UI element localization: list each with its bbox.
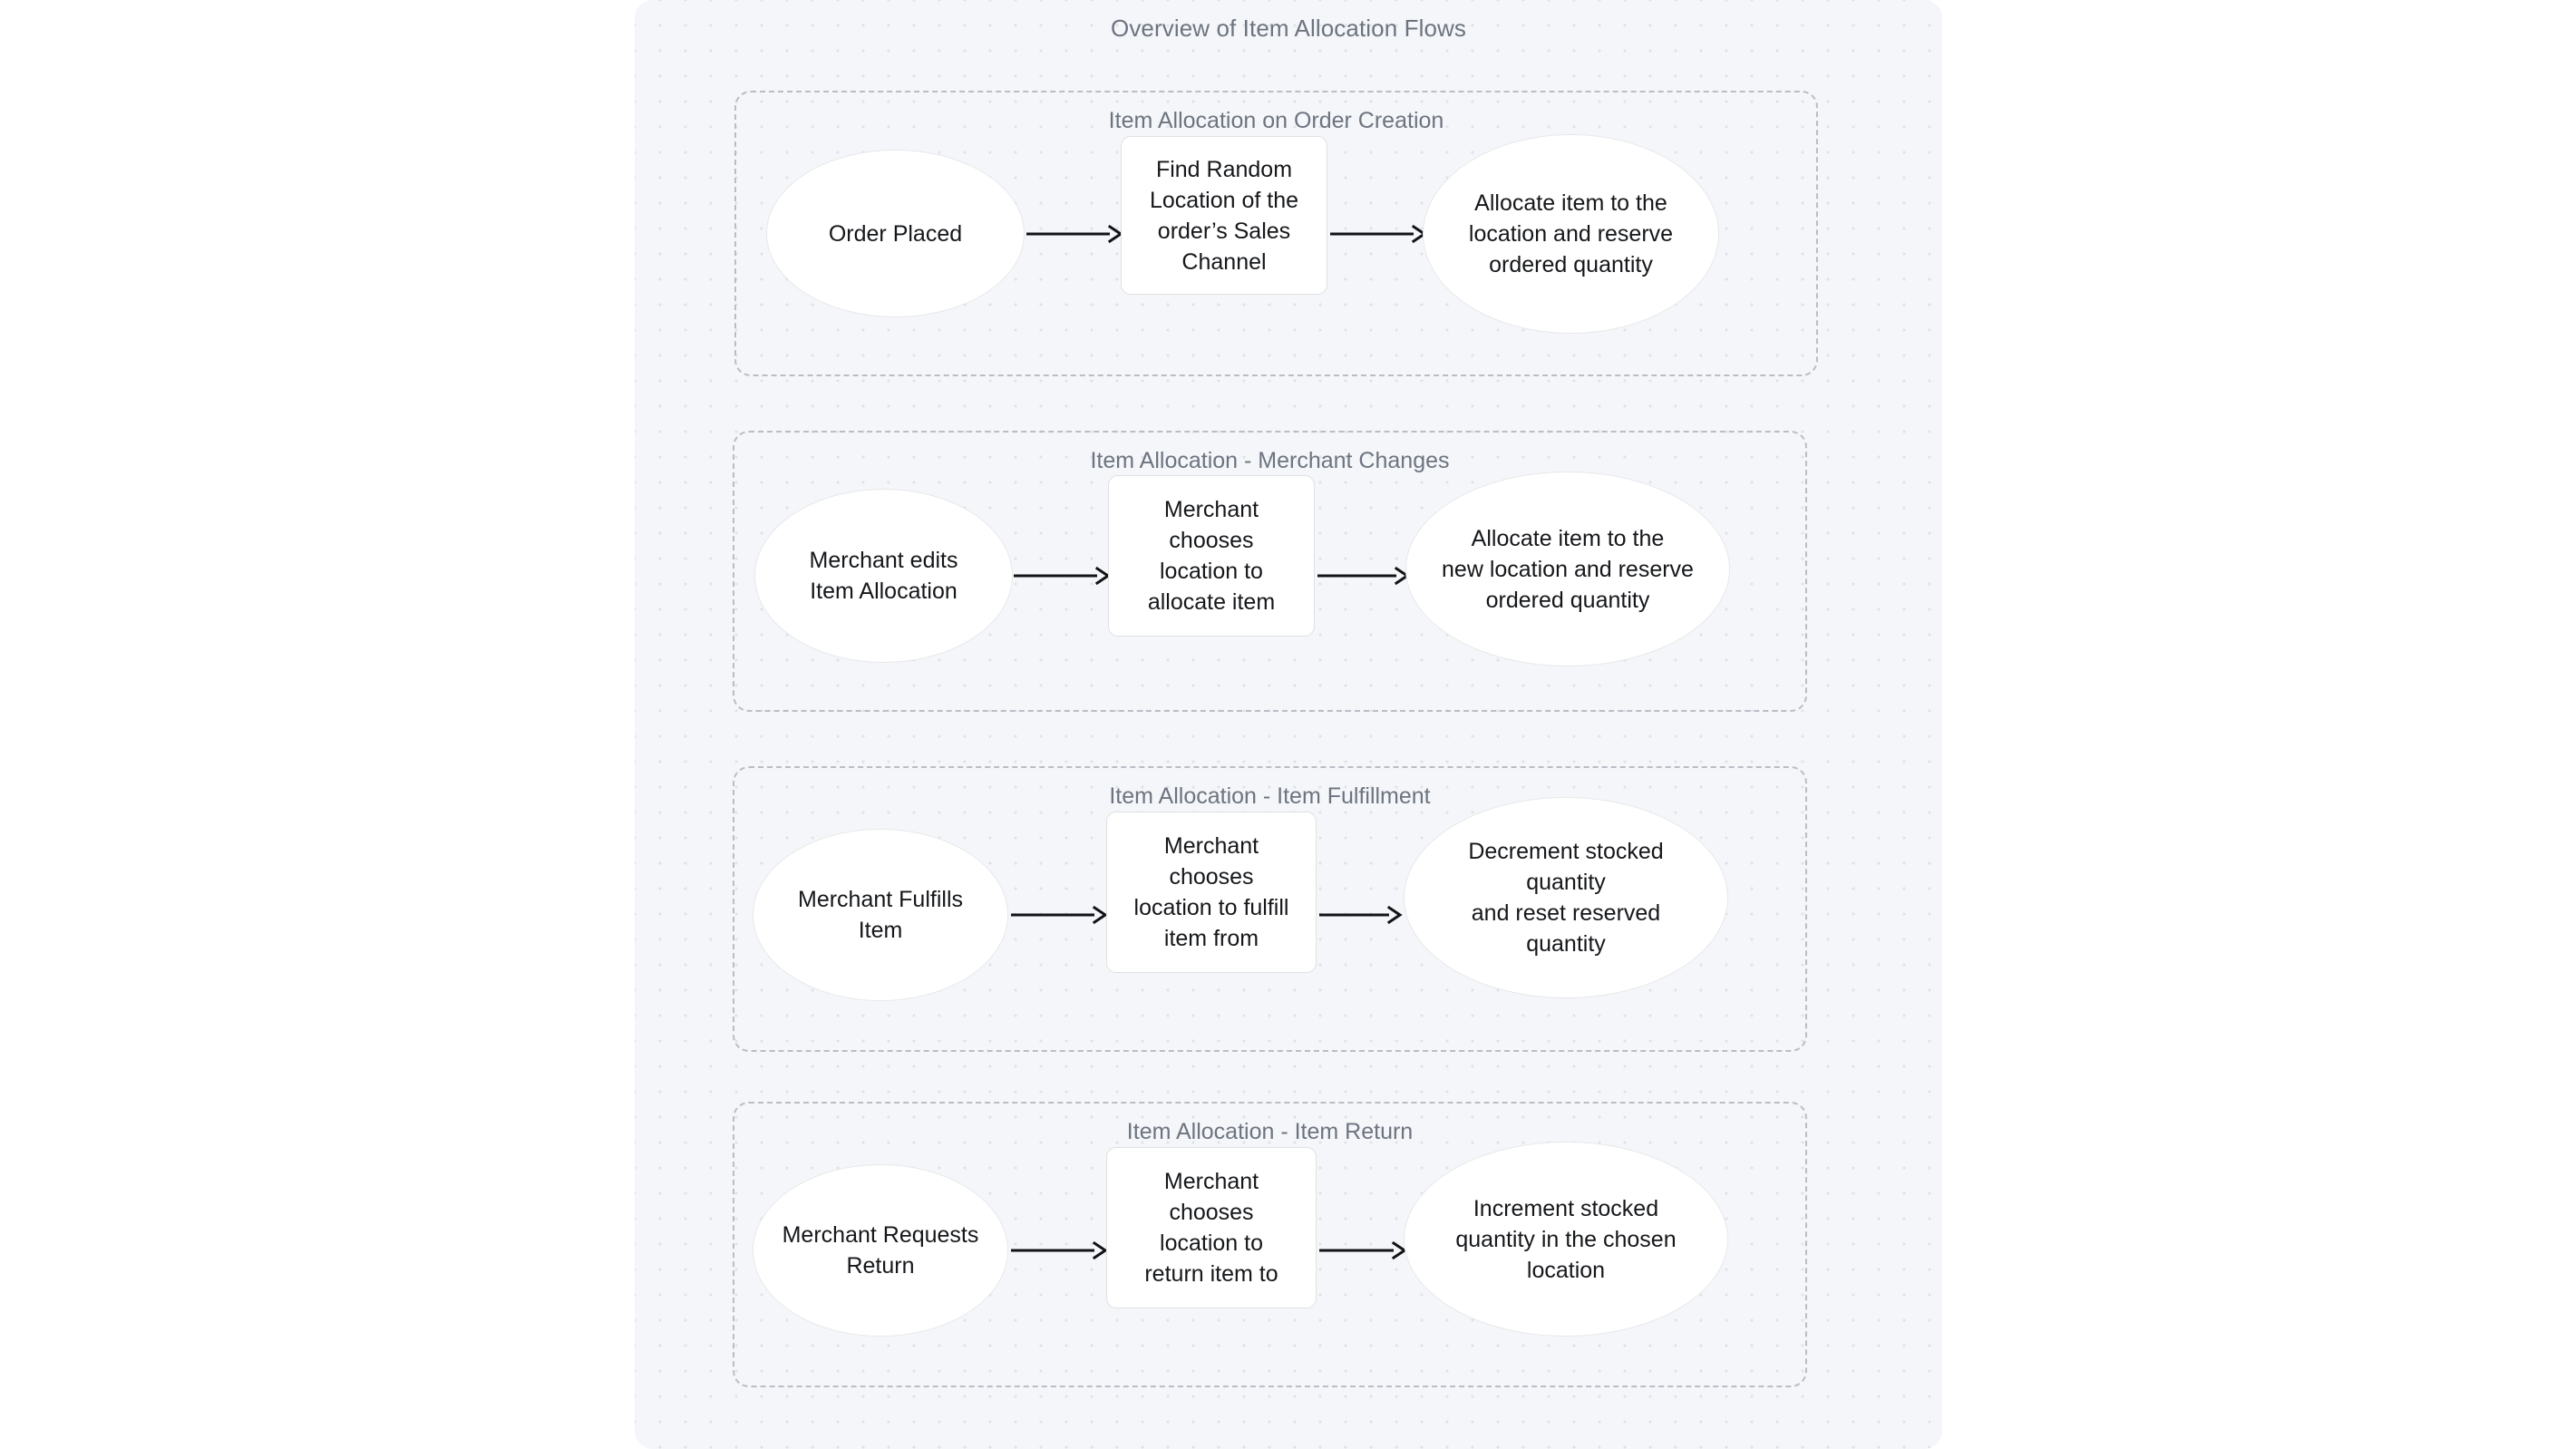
subgraph-title: Item Allocation - Item Fulfillment — [1109, 783, 1431, 809]
arrow-4-2 — [1319, 1240, 1407, 1261]
arrow-4-1 — [1011, 1240, 1108, 1261]
arrow-2-2 — [1317, 565, 1410, 587]
subgraph-title: Item Allocation on Order Creation — [1108, 108, 1444, 133]
arrow-1-1 — [1026, 223, 1123, 245]
arrow-1-2 — [1330, 223, 1427, 245]
arrow-3-2 — [1319, 904, 1403, 926]
diagram-canvas: Overview of Item Allocation Flows Item A… — [635, 0, 1942, 1449]
subgraph-order-creation: Item Allocation on Order Creation Order … — [734, 91, 1818, 376]
arrow-2-1 — [1014, 565, 1111, 587]
arrow-3-1 — [1011, 904, 1108, 926]
node-order-placed[interactable]: Order Placed — [766, 150, 1025, 317]
subgraph-title: Item Allocation - Merchant Changes — [1090, 448, 1450, 473]
subgraph-title: Item Allocation - Item Return — [1126, 1119, 1414, 1144]
subgraph-merchant-changes: Item Allocation - Merchant Changes Merch… — [733, 431, 1807, 712]
node-label: Order Placed — [828, 220, 963, 247]
subgraph-item-fulfillment: Item Allocation - Item Fulfillment Merch… — [733, 766, 1807, 1052]
subgraph-item-return: Item Allocation - Item Return Merchant R… — [733, 1102, 1807, 1387]
diagram-title: Overview of Item Allocation Flows — [1111, 15, 1466, 42]
